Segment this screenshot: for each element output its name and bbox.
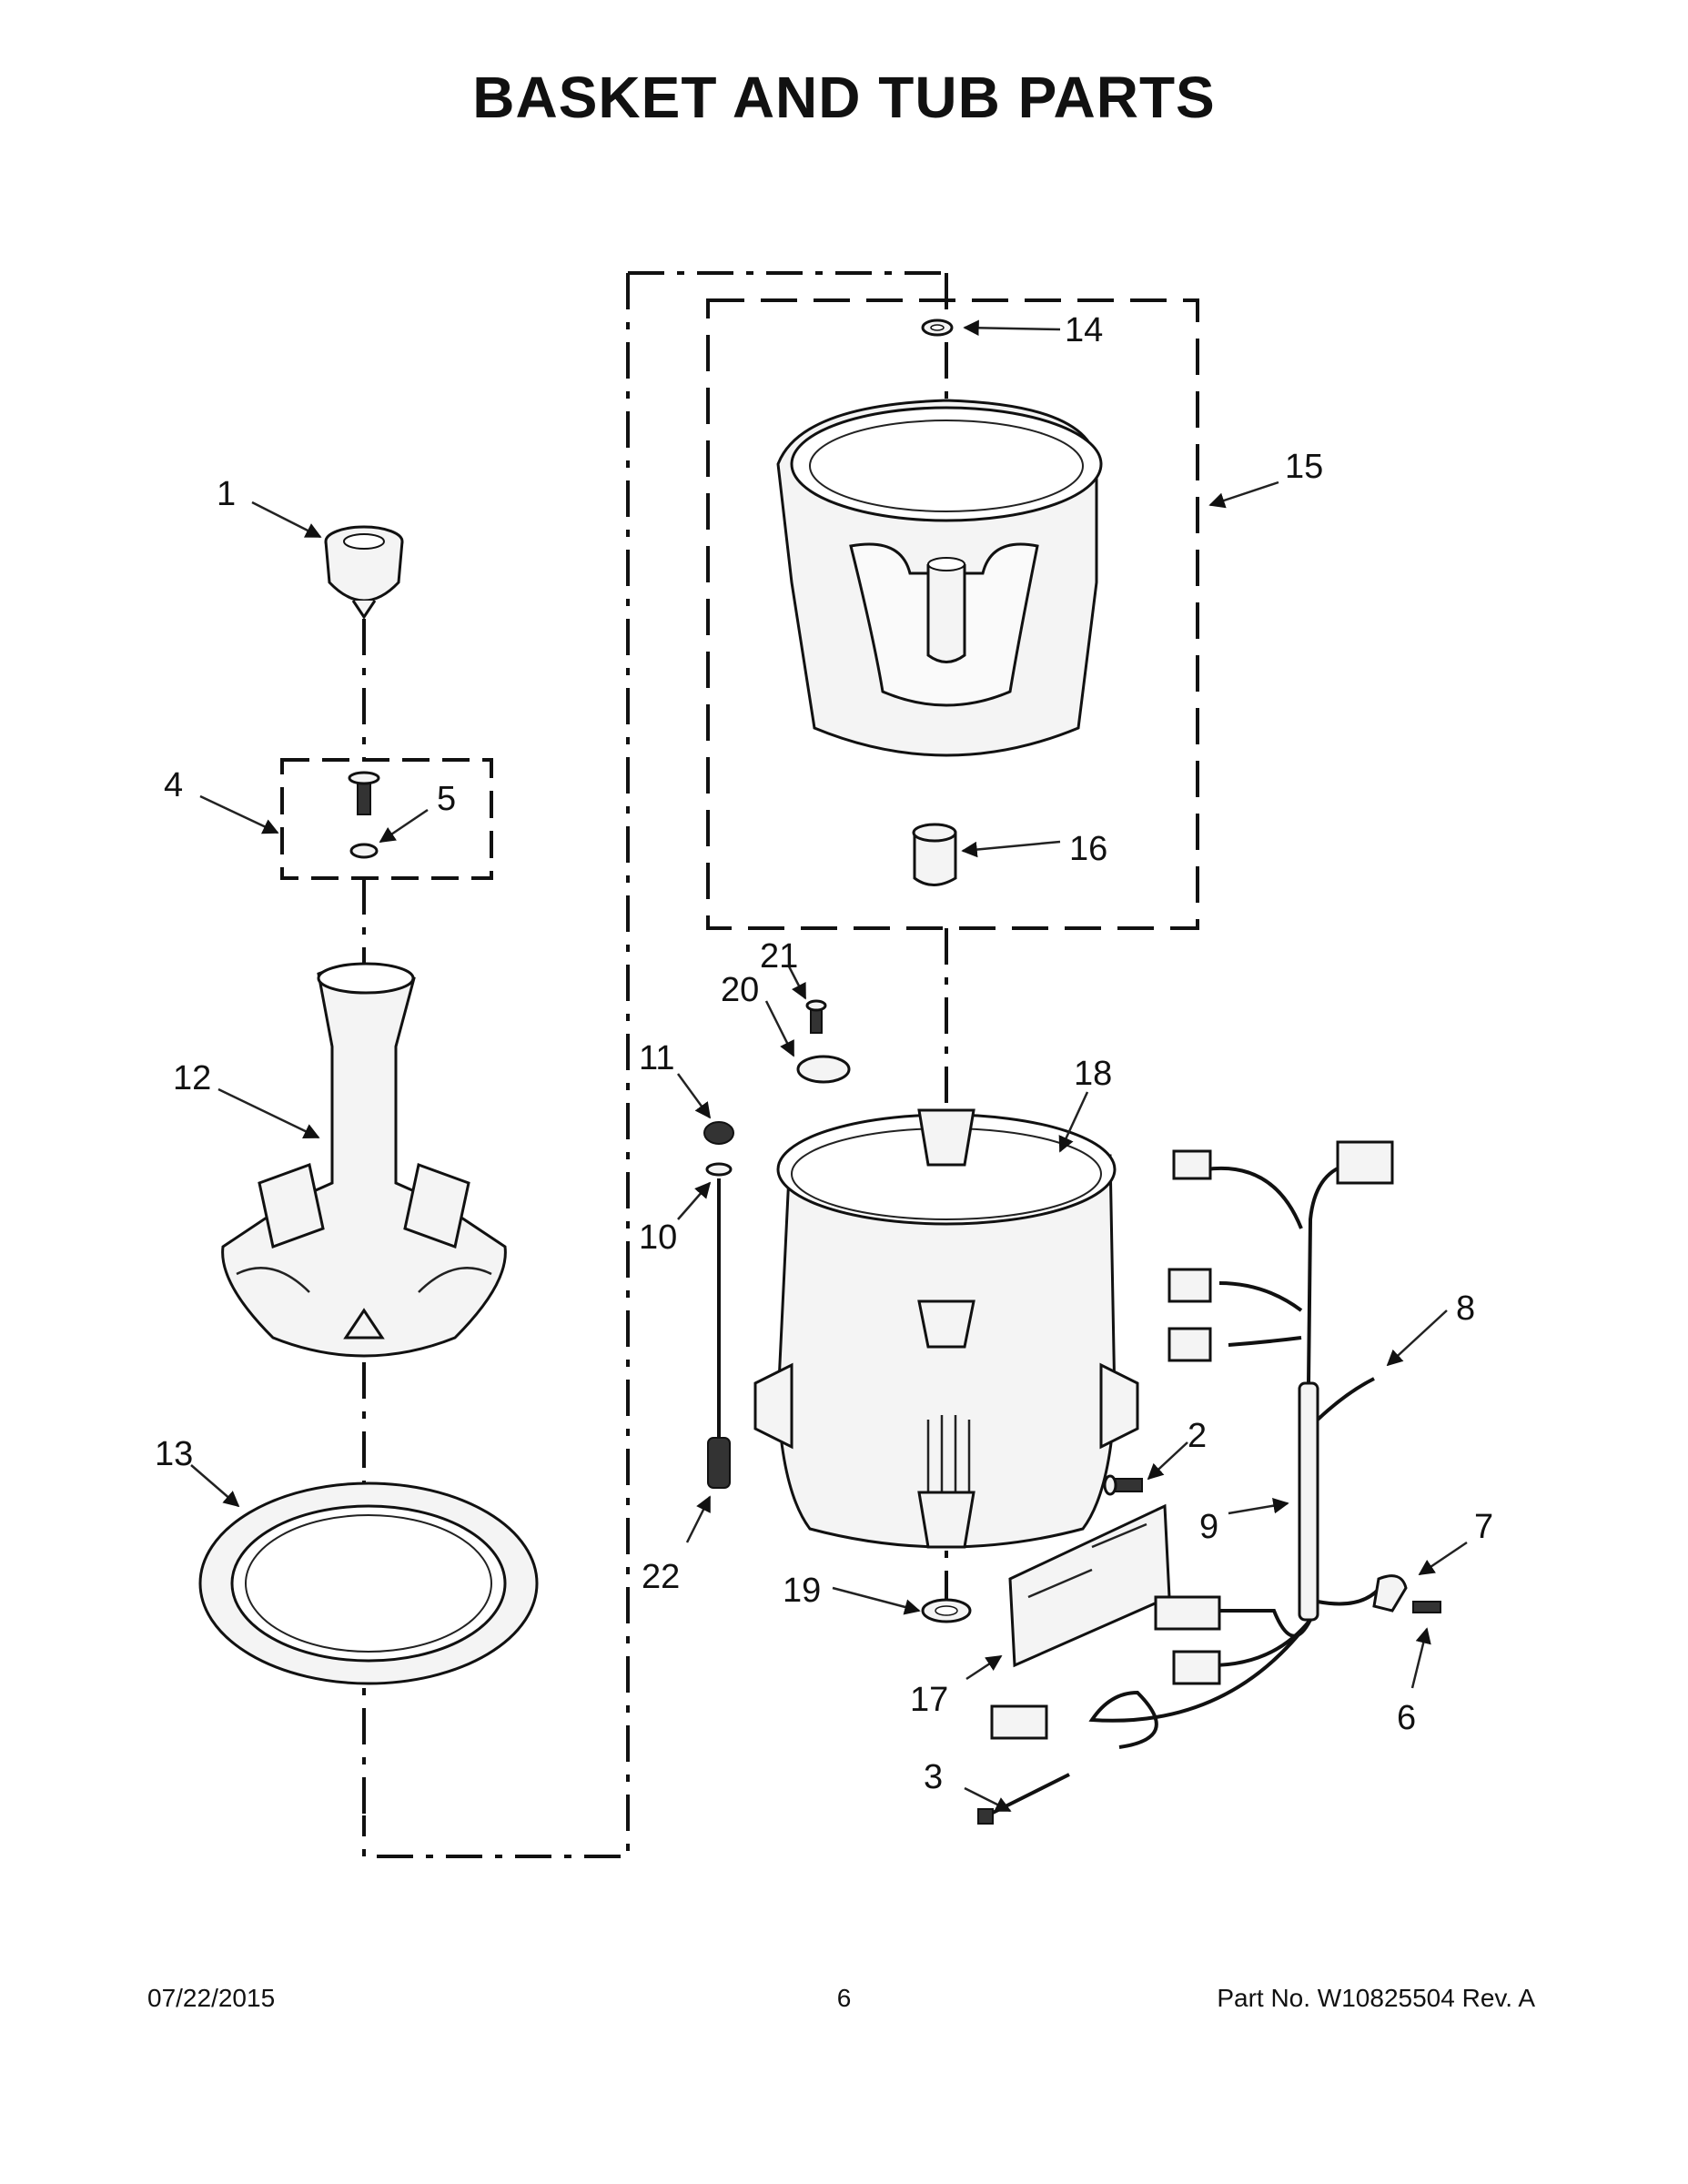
callout-19: 19 xyxy=(783,1572,821,1610)
callout-3: 3 xyxy=(924,1758,943,1796)
callout-12: 12 xyxy=(173,1059,211,1097)
callout-11: 11 xyxy=(639,1039,674,1077)
callout-14: 14 xyxy=(1065,311,1103,349)
basket-group-box xyxy=(706,298,1199,930)
part-plate-screw xyxy=(796,999,851,1084)
callout-15: 15 xyxy=(1285,448,1323,486)
part-balance-ring xyxy=(198,1481,539,1685)
callout-5: 5 xyxy=(437,780,456,818)
callout-22: 22 xyxy=(642,1558,680,1596)
part-wash-basket xyxy=(776,399,1103,757)
callout-7: 7 xyxy=(1474,1508,1493,1546)
callout-labels: 1 14 15 4 5 16 21 20 11 18 12 10 8 2 13 … xyxy=(155,311,1493,1796)
callout-2: 2 xyxy=(1188,1417,1207,1455)
page-title: BASKET AND TUB PARTS xyxy=(472,65,1216,130)
assembly-outline-loop xyxy=(362,271,946,1858)
part-outer-tub xyxy=(753,1108,1139,1549)
footer-date: 07/22/2015 xyxy=(147,1984,276,2012)
leader-arrows xyxy=(190,319,1468,1813)
callout-4: 4 xyxy=(164,766,183,804)
callout-17: 17 xyxy=(910,1681,948,1719)
part-agitator xyxy=(221,962,507,1358)
part-cable-tie xyxy=(977,1773,1070,1825)
callout-13: 13 xyxy=(155,1435,193,1473)
callout-1: 1 xyxy=(217,475,236,513)
footer-page-number: 6 xyxy=(836,1984,852,2012)
callout-21: 21 xyxy=(760,937,798,976)
part-drive-block xyxy=(912,823,957,886)
callout-9: 9 xyxy=(1199,1508,1218,1546)
callout-6: 6 xyxy=(1397,1699,1416,1737)
part-wire-harness xyxy=(990,1140,1394,1749)
part-clamp-screw xyxy=(1372,1574,1441,1613)
part-bolt-washer xyxy=(348,771,380,859)
part-screw-2 xyxy=(1103,1474,1143,1496)
part-suspension-rod xyxy=(703,1121,734,1489)
part-basket-nut xyxy=(921,318,954,337)
callout-20: 20 xyxy=(721,971,759,1009)
callout-8: 8 xyxy=(1456,1289,1475,1328)
part-tub-seal xyxy=(921,1598,972,1623)
callout-10: 10 xyxy=(639,1218,677,1257)
part-agitator-cap xyxy=(324,525,404,620)
footer-part-number: Part No. W10825504 Rev. A xyxy=(1217,1984,1535,2012)
callout-16: 16 xyxy=(1069,830,1107,868)
cap-group-box xyxy=(280,758,493,880)
callout-18: 18 xyxy=(1074,1055,1112,1093)
